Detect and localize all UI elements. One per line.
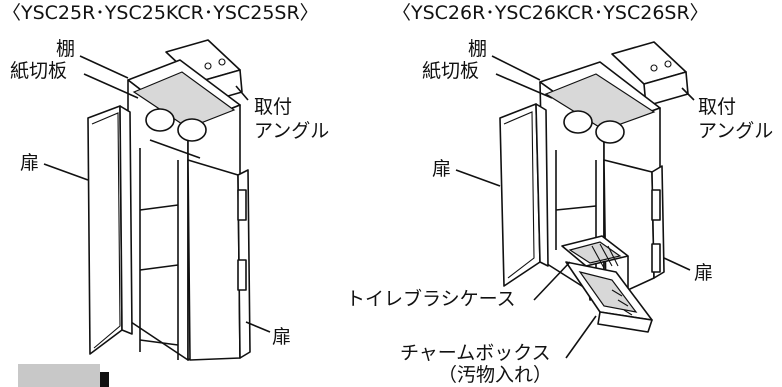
right-mounting-bracket: [611, 41, 689, 107]
charm-box-label-1: チャームボックス: [400, 342, 551, 364]
gray-marker-block: [18, 364, 100, 387]
right-door-panel: [187, 159, 251, 361]
right-bracket-label-2: アングル: [698, 120, 774, 142]
right-divider-label: 紙切板: [422, 60, 480, 82]
left-door-right-label: 扉: [272, 326, 292, 348]
left-door-panel: [87, 105, 133, 355]
right-left-door: [499, 103, 549, 287]
left-bracket-label-2: アングル: [254, 120, 330, 142]
left-door-label: 扉: [20, 152, 40, 174]
left-shelf-label: 棚: [56, 38, 76, 60]
brush-case-label: トイレブラシケース: [346, 288, 516, 310]
toilet-brush-case: [561, 235, 629, 301]
left-divider-label: 紙切板: [10, 60, 68, 82]
left-bracket-label-1: 取付: [254, 96, 293, 118]
left-cabinet-drawing: [43, 39, 271, 361]
right-bracket-label-1: 取付: [698, 96, 737, 118]
right-right-door: [603, 159, 665, 301]
left-model-title: 〈YSC25R･YSC25KCR･YSC25SR〉: [2, 2, 319, 24]
left-leader-lines: [43, 55, 271, 333]
black-marker-block: [100, 372, 109, 387]
right-shelf-label: 棚: [468, 38, 488, 60]
right-cabinet-drawing: [455, 41, 695, 359]
right-door-label: 扉: [432, 158, 452, 180]
right-door-right-label: 扉: [694, 262, 714, 284]
charm-box-sanitary: [565, 261, 653, 333]
right-leader-lines: [455, 55, 695, 359]
right-model-title: 〈YSC26R･YSC26KCR･YSC26SR〉: [392, 2, 709, 24]
charm-box-label-2: （汚物入れ）: [438, 364, 553, 386]
